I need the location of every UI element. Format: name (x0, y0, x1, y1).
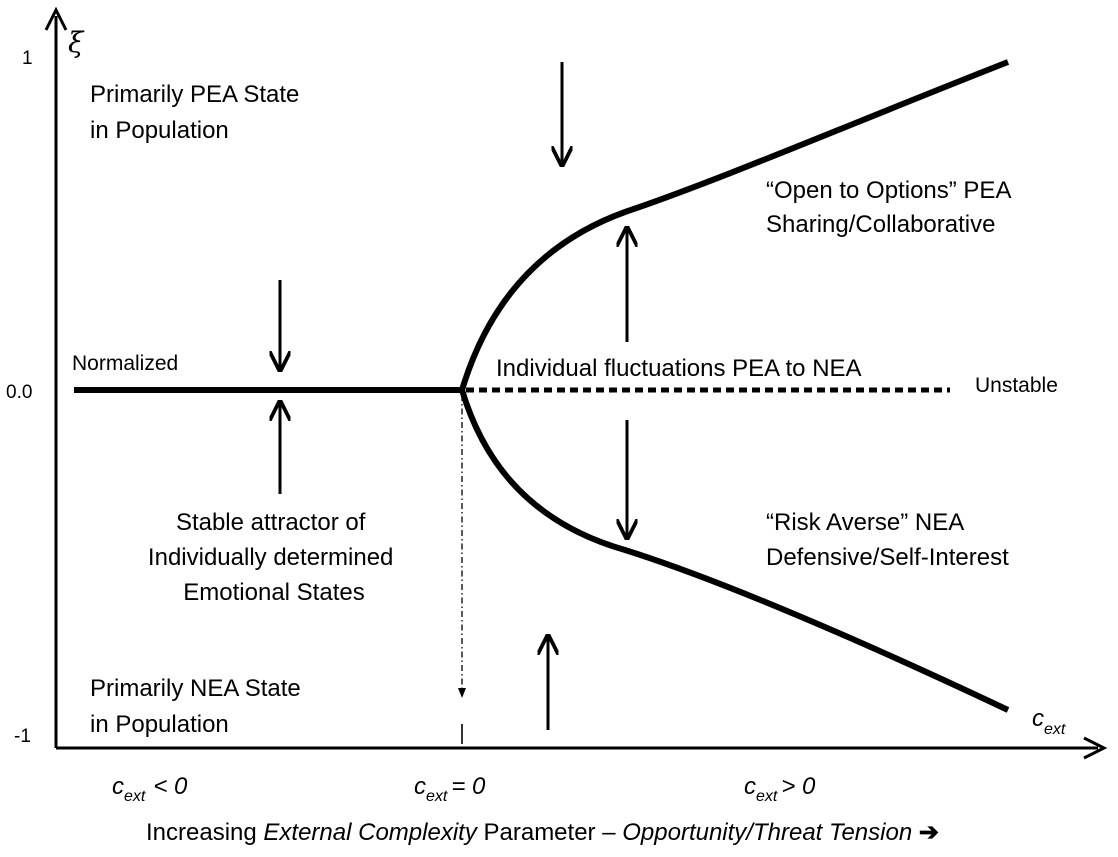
lower-bifurcation-branch (459, 389, 1010, 713)
condition-negative: cext< 0 (112, 773, 188, 805)
condition-zero: cext= 0 (414, 773, 486, 805)
nea-state-label: Primarily NEA State in Population (90, 675, 307, 738)
fluctuations-label: Individual fluctuations PEA to NEA (496, 355, 862, 382)
unstable-label: Unstable (975, 374, 1058, 397)
x-axis-symbol: cext (1032, 705, 1066, 738)
upper-branch-label: “Open to Options” PEA Sharing/Collaborat… (766, 177, 1017, 238)
normalized-label: Normalized (72, 352, 178, 375)
stable-attractor-label: Stable attractor of Individually determi… (148, 509, 400, 606)
y-tick-minus-1: -1 (14, 726, 31, 747)
y-axis-arrowhead (44, 6, 68, 31)
y-tick-1: 1 (22, 48, 33, 69)
upper-bifurcation-branch (459, 59, 1010, 391)
lower-branch-label: “Risk Averse” NEA Defensive/Self-Interes… (766, 509, 1009, 571)
x-axis-caption: Increasing External Complexity Parameter… (146, 819, 939, 846)
x-axis-arrowhead (1083, 736, 1108, 760)
condition-positive: cext> 0 (744, 773, 816, 805)
y-tick-0: 0.0 (6, 382, 32, 403)
pea-state-label: Primarily PEA State in Population (90, 81, 306, 144)
y-axis-symbol: ξ (68, 26, 85, 59)
bifurcation-dropline-head (458, 688, 466, 698)
